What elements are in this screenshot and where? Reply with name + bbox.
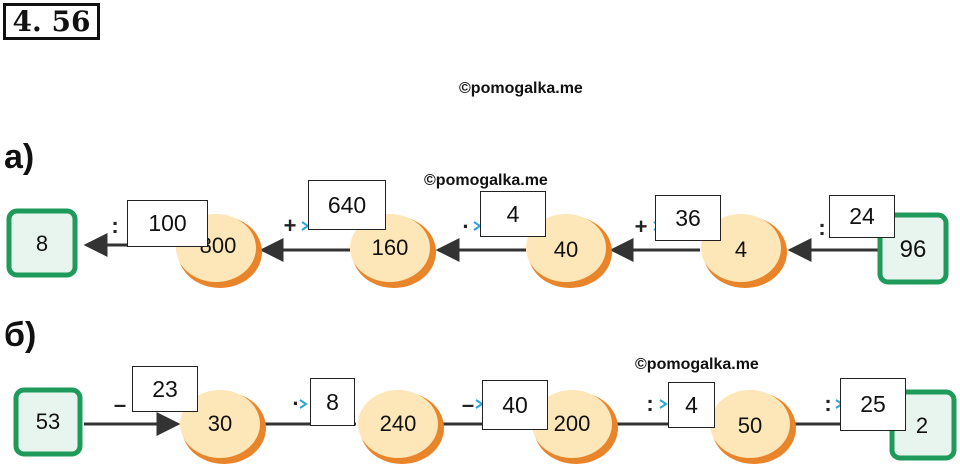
answer-box-a-4[interactable]: 640 — [308, 180, 386, 230]
watermark-2: ©pomogalka.me — [424, 172, 548, 189]
exercise-number: 4. 56 — [3, 3, 100, 40]
square-b-start-value: 53 — [35, 409, 61, 434]
op-marker-b-4 — [659, 399, 668, 409]
oval-b-240 — [358, 390, 444, 464]
op-a-5: : — [111, 213, 119, 238]
op-a-3: · — [462, 214, 470, 239]
watermark-3: ©pomogalka.me — [635, 356, 759, 373]
op-a-4: + — [283, 213, 297, 238]
answer-box-b-2[interactable]: 8 — [310, 378, 355, 426]
oval-b-200 — [532, 390, 618, 464]
oval-b-50 — [710, 390, 796, 464]
op-b-3: – — [461, 392, 475, 417]
op-b-5: : — [824, 391, 832, 416]
oval-a-4 — [701, 214, 787, 288]
watermark-1: ©pomogalka.me — [459, 80, 583, 97]
answer-box-a-5[interactable]: 100 — [127, 200, 208, 247]
section-b-label: б) — [4, 316, 37, 354]
square-a-end-value: 8 — [35, 231, 49, 256]
square-b-end-value: 2 — [915, 413, 929, 438]
answer-box-a-1[interactable]: 24 — [829, 195, 895, 238]
answer-box-a-2[interactable]: 36 — [655, 195, 721, 241]
square-a-end — [6, 208, 78, 278]
op-marker-b-2 — [299, 399, 308, 409]
oval-a-value-3: 160 — [371, 235, 409, 260]
answer-box-b-3[interactable]: 40 — [482, 380, 548, 430]
oval-b-value-1: 30 — [207, 411, 233, 436]
square-a-start — [877, 212, 949, 285]
oval-a-value-1: 4 — [734, 237, 748, 262]
oval-b-30 — [180, 390, 266, 464]
op-a-1: : — [818, 215, 826, 240]
op-b-4: : — [646, 391, 654, 416]
section-a-label: а) — [4, 138, 35, 176]
op-b-1: – — [113, 392, 127, 417]
oval-a-value-2: 40 — [553, 237, 579, 262]
answer-box-a-3[interactable]: 4 — [480, 191, 546, 237]
oval-a-160 — [350, 214, 436, 288]
oval-b-value-2: 240 — [379, 411, 417, 436]
oval-a-40 — [526, 214, 612, 288]
oval-b-value-3: 200 — [553, 411, 591, 436]
answer-box-b-5[interactable]: 25 — [840, 378, 906, 431]
square-b-start — [13, 387, 83, 457]
oval-b-value-4: 50 — [737, 413, 763, 438]
answer-box-b-4[interactable]: 4 — [668, 382, 715, 428]
op-b-2: · — [292, 391, 300, 416]
op-a-2: + — [634, 214, 648, 239]
answer-box-b-1[interactable]: 23 — [132, 366, 198, 412]
square-a-start-value: 96 — [899, 236, 927, 263]
